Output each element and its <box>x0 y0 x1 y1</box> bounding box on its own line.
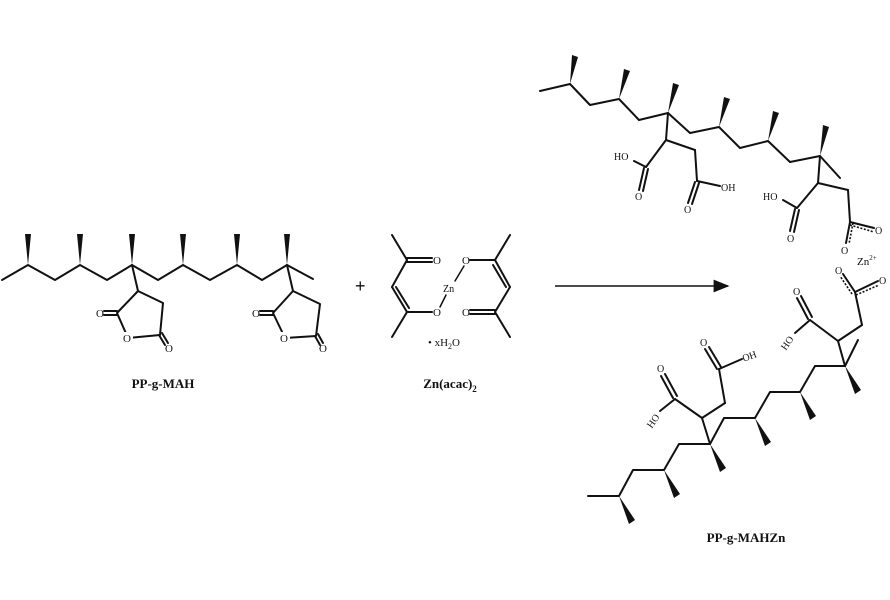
zn-acac-label: Zn(acac)2 <box>423 376 477 394</box>
oxygen-atom: O <box>433 307 441 319</box>
oxygen-atom: O <box>252 308 260 320</box>
oxygen-atom: O <box>319 343 327 355</box>
anhydride-ring-1: O O O <box>96 264 173 355</box>
hydroxyl-group: HO <box>645 412 662 430</box>
oxygen-atom: O <box>787 234 794 245</box>
oxygen-atom: O <box>433 255 441 267</box>
product-lower-chain: HO O OH O HO O O O <box>587 266 886 524</box>
oxygen-atom: O <box>123 333 131 345</box>
methyl-wedges <box>25 234 290 265</box>
product-upper-chain: OH O HO O HO O O O <box>539 55 882 257</box>
anhydride-ring-2: O O O <box>252 264 327 355</box>
plus-sign: + <box>355 276 366 296</box>
polymer-backbone <box>539 83 841 179</box>
oxygen-atom: O <box>879 276 886 287</box>
oxygen-atom: O <box>793 287 800 298</box>
zn-acac-structure: O O Zn O O • xH2O Zn(acac)2 <box>391 234 511 394</box>
zinc-atom: Zn <box>443 284 454 295</box>
pp-g-mahzn-label: PP-g-MAHZn <box>707 530 786 545</box>
pp-g-mah-label: PP-g-MAH <box>132 376 195 391</box>
oxygen-atom: O <box>835 266 842 277</box>
oxygen-atom: O <box>657 364 664 375</box>
zinc-ion: Zn2+ <box>857 254 877 268</box>
oxygen-atom: O <box>165 343 173 355</box>
hydrate-label: • xH2O <box>428 337 460 351</box>
hydroxyl-group: HO <box>763 192 777 203</box>
oxygen-atom: O <box>96 308 104 320</box>
methyl-wedges <box>619 366 861 524</box>
hydroxyl-group: OH <box>721 183 735 194</box>
hydroxyl-group: HO <box>779 334 796 352</box>
oxygen-atom: O <box>700 338 707 349</box>
polymer-backbone <box>587 365 846 497</box>
polymer-backbone <box>1 264 314 281</box>
oxygen-atom: O <box>684 205 691 216</box>
oxygen-atom: O <box>280 333 288 345</box>
oxygen-atom: O <box>875 226 882 237</box>
oxygen-atom: O <box>635 192 642 203</box>
oxygen-atom: O <box>462 307 470 319</box>
hydroxyl-group: HO <box>614 152 628 163</box>
pp-g-mah-structure: O O O O O O PP-g-MAH <box>1 234 327 391</box>
hydroxyl-group: OH <box>741 349 758 364</box>
oxygen-atom: O <box>462 255 470 267</box>
methyl-wedges <box>570 55 829 156</box>
oxygen-atom: O <box>841 246 848 257</box>
